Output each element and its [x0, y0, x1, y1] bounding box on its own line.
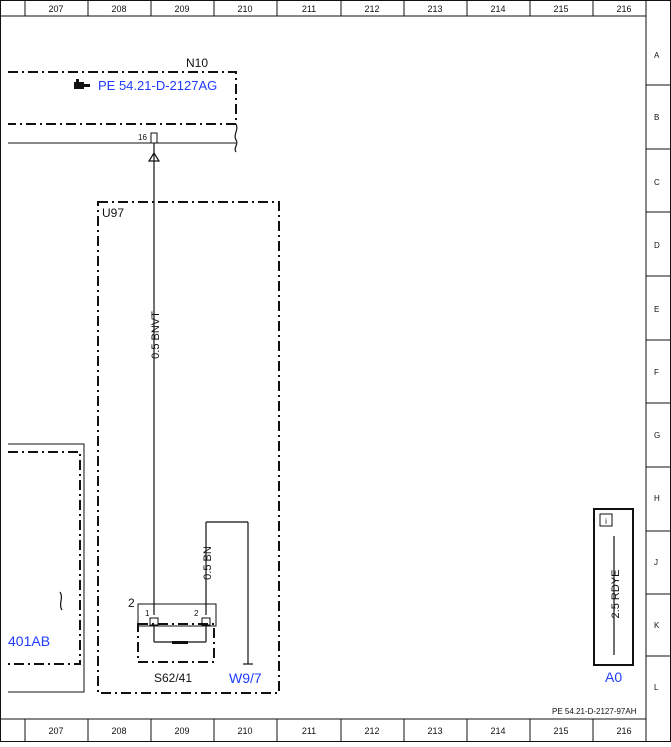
row-label: K: [654, 621, 660, 630]
row-separators: [646, 84, 671, 657]
column-label: 212: [364, 726, 379, 736]
a0-boundary: [593, 508, 634, 666]
component-a0: i 2.5 RDYE A0: [593, 508, 634, 685]
column-label: 211: [302, 4, 316, 14]
component-label-u97: U97: [102, 206, 124, 220]
bottom-column-labels: 207 208 209 210 211 212 213 214 215 216: [48, 726, 631, 736]
column-label: 212: [364, 4, 379, 14]
row-label: F: [654, 368, 659, 377]
wire-label-bn: 0.5 BN: [202, 546, 214, 580]
s62-41-pin-box: [137, 603, 217, 627]
pointing-hand-icon: [74, 79, 90, 89]
column-label: 213: [427, 4, 442, 14]
column-label: 207: [48, 726, 63, 736]
component-label-left-partial: 401AB: [8, 633, 50, 649]
wire-bn: 0.5 BN W9/7: [202, 521, 262, 686]
column-label: 210: [237, 726, 252, 736]
n10-boundary: [8, 71, 237, 125]
row-label: G: [654, 431, 660, 440]
wire-bnvt: 0.5 BNVT: [150, 143, 162, 615]
column-label: 215: [553, 4, 568, 14]
row-label: C: [654, 178, 660, 187]
reference-link-n10[interactable]: PE 54.21-D-2127AG: [98, 78, 217, 93]
left-partial-outer: [8, 443, 85, 693]
row-label: L: [654, 683, 659, 692]
row-label: A: [654, 51, 660, 60]
column-label: 207: [48, 4, 63, 14]
pin-label-s62-41-2: 2: [194, 609, 199, 618]
info-icon-letter: i: [605, 517, 607, 526]
column-label: 213: [427, 726, 442, 736]
row-label: B: [654, 113, 659, 122]
column-label: 214: [490, 726, 505, 736]
top-column-labels: 207 208 209 210 211 212 213 214 215 216: [48, 4, 631, 14]
component-n10: N10 PE 54.21-D-2127AG 16: [8, 56, 238, 153]
column-label: 216: [616, 726, 631, 736]
component-label-w9-7: W9/7: [229, 670, 262, 686]
u97-boundary: [97, 201, 280, 694]
bottom-column-dividers: [24, 719, 594, 742]
column-label: 208: [111, 4, 126, 14]
component-label-a0: A0: [605, 669, 622, 685]
info-icon: [599, 513, 613, 527]
document-reference: PE 54.21-D-2127-97AH: [552, 707, 637, 716]
column-label: 210: [237, 4, 252, 14]
row-label: H: [654, 494, 660, 503]
left-partial-inner: [8, 451, 81, 665]
pin-label-n10: 16: [138, 133, 147, 142]
top-column-dividers: [24, 0, 594, 16]
column-label: 208: [111, 726, 126, 736]
component-s62-41: 2 1 2 S62/41: [128, 596, 217, 685]
column-label: 214: [490, 4, 505, 14]
n10-break: [234, 123, 238, 153]
component-left-partial: 401AB: [8, 443, 85, 693]
pin-group-label-s62-41: 2: [128, 596, 135, 610]
column-label: 209: [174, 726, 189, 736]
row-label: D: [654, 241, 660, 250]
pin-label-s62-41-1: 1: [145, 609, 150, 618]
component-label-n10: N10: [186, 56, 208, 70]
left-partial-break: [59, 591, 63, 611]
wire-label-bnvt: 0.5 BNVT: [150, 311, 162, 359]
component-label-s62-41: S62/41: [154, 671, 192, 685]
s62-41-boundary: [137, 623, 215, 663]
row-labels: A B C D E F G H J K L: [654, 51, 660, 692]
switch-contact: [172, 641, 188, 644]
row-label: E: [654, 305, 659, 314]
component-u97: U97: [97, 201, 280, 694]
column-label: 215: [553, 726, 568, 736]
column-label: 209: [174, 4, 189, 14]
column-label: 216: [616, 4, 631, 14]
row-label: J: [654, 558, 658, 567]
wire-label-rdye: 2.5 RDYE: [610, 570, 622, 619]
column-label: 211: [302, 726, 316, 736]
